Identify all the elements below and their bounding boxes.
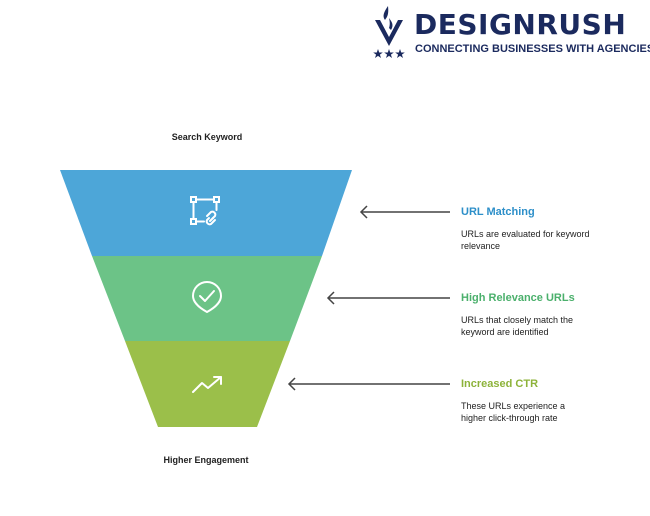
trending-up-icon bbox=[192, 376, 222, 393]
designrush-logo: DESIGNRUSH CONNECTING BUSINESSES WITH AG… bbox=[372, 6, 650, 58]
stage-3-description: These URLs experience a higher click-thr… bbox=[461, 401, 566, 423]
arrow-stage-3 bbox=[287, 377, 450, 391]
logo-emblem-icon bbox=[373, 6, 405, 58]
stage-3-title: Increased CTR bbox=[461, 378, 539, 390]
funnel-bottom-label: Higher Engagement bbox=[163, 455, 249, 465]
stage-2-description: URLs that closely match the keyword are … bbox=[461, 315, 574, 337]
check-badge-icon bbox=[192, 281, 222, 313]
stage-1-description: URLs are evaluated for keyword relevance bbox=[461, 229, 590, 251]
stage-2-title: High Relevance URLs bbox=[461, 292, 575, 304]
arrow-stage-2 bbox=[326, 291, 450, 305]
funnel-stage-1 bbox=[60, 170, 352, 256]
funnel-stage-3 bbox=[125, 341, 290, 427]
brand-name: DESIGNRUSH bbox=[414, 8, 627, 41]
arrow-stage-1 bbox=[359, 205, 450, 219]
stage-1-title: URL Matching bbox=[461, 206, 535, 218]
brand-tagline: CONNECTING BUSINESSES WITH AGENCIES bbox=[415, 43, 650, 55]
funnel-top-label: Search Keyword bbox=[171, 132, 243, 142]
link-frame-icon bbox=[190, 196, 220, 226]
